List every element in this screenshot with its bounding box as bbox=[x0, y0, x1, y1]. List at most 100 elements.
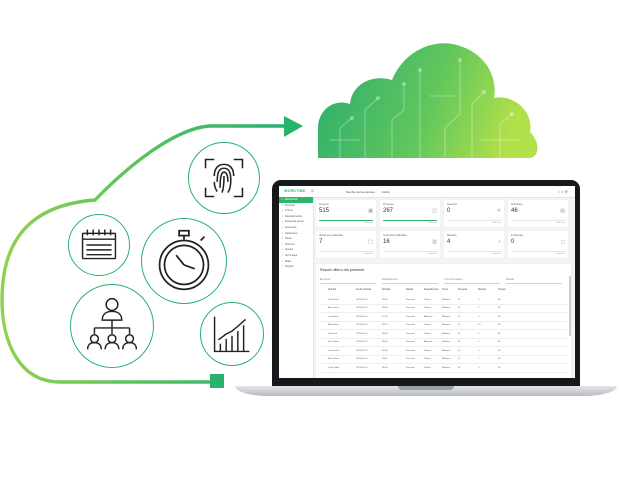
table-cell: Mañana bbox=[442, 315, 450, 318]
card-icon: ◫ bbox=[432, 208, 437, 214]
table-cell: 8h bbox=[498, 324, 501, 326]
table-cell: Presente bbox=[406, 298, 415, 301]
table-cell: Ventas bbox=[424, 298, 431, 301]
sidebar-item-departamentos[interactable]: ▪Departamentos bbox=[279, 214, 313, 220]
table-cell: Presente bbox=[406, 315, 415, 318]
card-more-link[interactable]: Más info bbox=[428, 252, 437, 255]
sidebar: ▪Dashboard▪Personal▪Turnos▪Departamentos… bbox=[279, 197, 314, 378]
table-cell: Presente bbox=[406, 366, 415, 369]
column-header[interactable]: Entrada bbox=[382, 289, 391, 291]
table-header: Nombre Fecha entrada Entrada Estado Departam… bbox=[320, 289, 567, 295]
table-cell: Sí bbox=[458, 358, 461, 360]
sidebar-item-soporte[interactable]: ▪Soporte bbox=[279, 264, 313, 270]
card-more-link[interactable]: Más info bbox=[364, 221, 373, 224]
table-cell: Oficina bbox=[424, 324, 431, 326]
table-cell: Mañana bbox=[442, 358, 450, 360]
table-cell: 08:00 bbox=[382, 366, 388, 369]
sidebar-item-ausencias[interactable]: ▪Ausencias bbox=[279, 225, 313, 231]
column-header[interactable]: Turno bbox=[442, 289, 448, 291]
filter-select[interactable]: Turno de trabajo bbox=[444, 277, 500, 284]
sidebar-item-label: Turnos bbox=[285, 209, 293, 213]
sidebar-item-label: Horas bbox=[285, 237, 292, 241]
sidebar-item-label: Presencia actual bbox=[285, 220, 304, 224]
sidebar-item-informes[interactable]: ▪Informes bbox=[279, 242, 313, 248]
column-header[interactable]: Presente bbox=[458, 289, 468, 291]
card-more-link[interactable]: Más info bbox=[492, 252, 501, 255]
table-cell: 8h bbox=[498, 341, 501, 343]
fingerprint-icon: ▪ bbox=[282, 252, 283, 257]
filter-select[interactable]: Estado bbox=[506, 277, 562, 284]
sidebar-item-horas[interactable]: ▪Horas bbox=[279, 236, 313, 242]
column-header[interactable]: Departamento bbox=[424, 289, 439, 291]
filter-select[interactable]: Departamento bbox=[382, 277, 438, 284]
home-icon[interactable]: ⌂ bbox=[561, 188, 565, 194]
card-more-link[interactable]: Más info bbox=[364, 252, 373, 255]
map-icon: ▪ bbox=[282, 258, 283, 263]
scrollbar[interactable] bbox=[569, 276, 571, 336]
plane-icon: ▪ bbox=[282, 230, 283, 235]
sidebar-item-label: Soporte bbox=[285, 265, 294, 269]
table-cell: 2023-05-10 bbox=[356, 324, 368, 326]
card-progress bbox=[383, 250, 437, 252]
search-icon[interactable]: ⚲ bbox=[564, 188, 569, 194]
app-logo[interactable]: WORKTIME bbox=[284, 189, 306, 193]
sidebar-item-presencia-actual[interactable]: ▪Presencia actual bbox=[279, 219, 313, 225]
card-more-link[interactable]: Más info bbox=[428, 221, 437, 224]
table-cell: 2023-05-10 bbox=[356, 349, 368, 352]
growth-chart-icon bbox=[213, 316, 250, 353]
filter-select[interactable]: Empresa bbox=[320, 277, 376, 284]
table-cell: 5 bbox=[478, 307, 480, 309]
column-header[interactable]: Tiempo bbox=[498, 289, 506, 291]
hamburger-menu-icon[interactable]: ≡ bbox=[311, 187, 314, 193]
presence-icon: ▪ bbox=[282, 219, 283, 224]
stopwatch-icon bbox=[158, 229, 210, 291]
sidebar-item-vacaciones[interactable]: ▪Vacaciones bbox=[279, 231, 313, 237]
table-cell: 8h bbox=[498, 349, 501, 352]
sidebar-item-terminales[interactable]: ▪Terminales bbox=[279, 253, 313, 259]
sidebar-item-ajustes[interactable]: ▪Ajustes bbox=[279, 247, 313, 253]
notifications-icon[interactable]: ♪ bbox=[557, 188, 562, 194]
column-header[interactable]: Nombre bbox=[328, 289, 337, 291]
laptop-base bbox=[235, 386, 617, 396]
card-more-link[interactable]: Más info bbox=[556, 221, 565, 224]
card-more-link[interactable]: Más info bbox=[556, 252, 565, 255]
column-header[interactable]: Fecha entrada bbox=[356, 289, 371, 291]
card-more-link[interactable]: Más info bbox=[492, 221, 501, 224]
card-label: Presentes bbox=[383, 202, 394, 206]
table-cell: Sara López bbox=[328, 341, 340, 343]
company-selector[interactable]: Nombre de la empresa bbox=[346, 189, 375, 194]
user-menu[interactable]: Admin bbox=[382, 189, 390, 194]
column-header[interactable]: Estado bbox=[406, 289, 414, 291]
table-cell: Sí bbox=[458, 332, 461, 335]
table-cell: 8h bbox=[498, 366, 501, 369]
table-cell: 8h bbox=[498, 358, 501, 360]
sidebar-item-personal[interactable]: ▪Personal bbox=[279, 203, 313, 209]
column-header[interactable]: Retraso bbox=[478, 289, 487, 291]
card-icon: ◻ bbox=[560, 239, 565, 245]
table-cell: Sí bbox=[458, 315, 461, 318]
table-cell: Ventas bbox=[424, 307, 431, 309]
sidebar-item-dashboard[interactable]: ▪Dashboard bbox=[279, 197, 313, 203]
sidebar-item-turnos[interactable]: ▪Turnos bbox=[279, 208, 313, 214]
card-label: Incidencias bbox=[511, 233, 523, 237]
hours-icon: ▪ bbox=[282, 236, 283, 241]
sidebar-item-mapa[interactable]: ▪Mapa bbox=[279, 259, 313, 265]
